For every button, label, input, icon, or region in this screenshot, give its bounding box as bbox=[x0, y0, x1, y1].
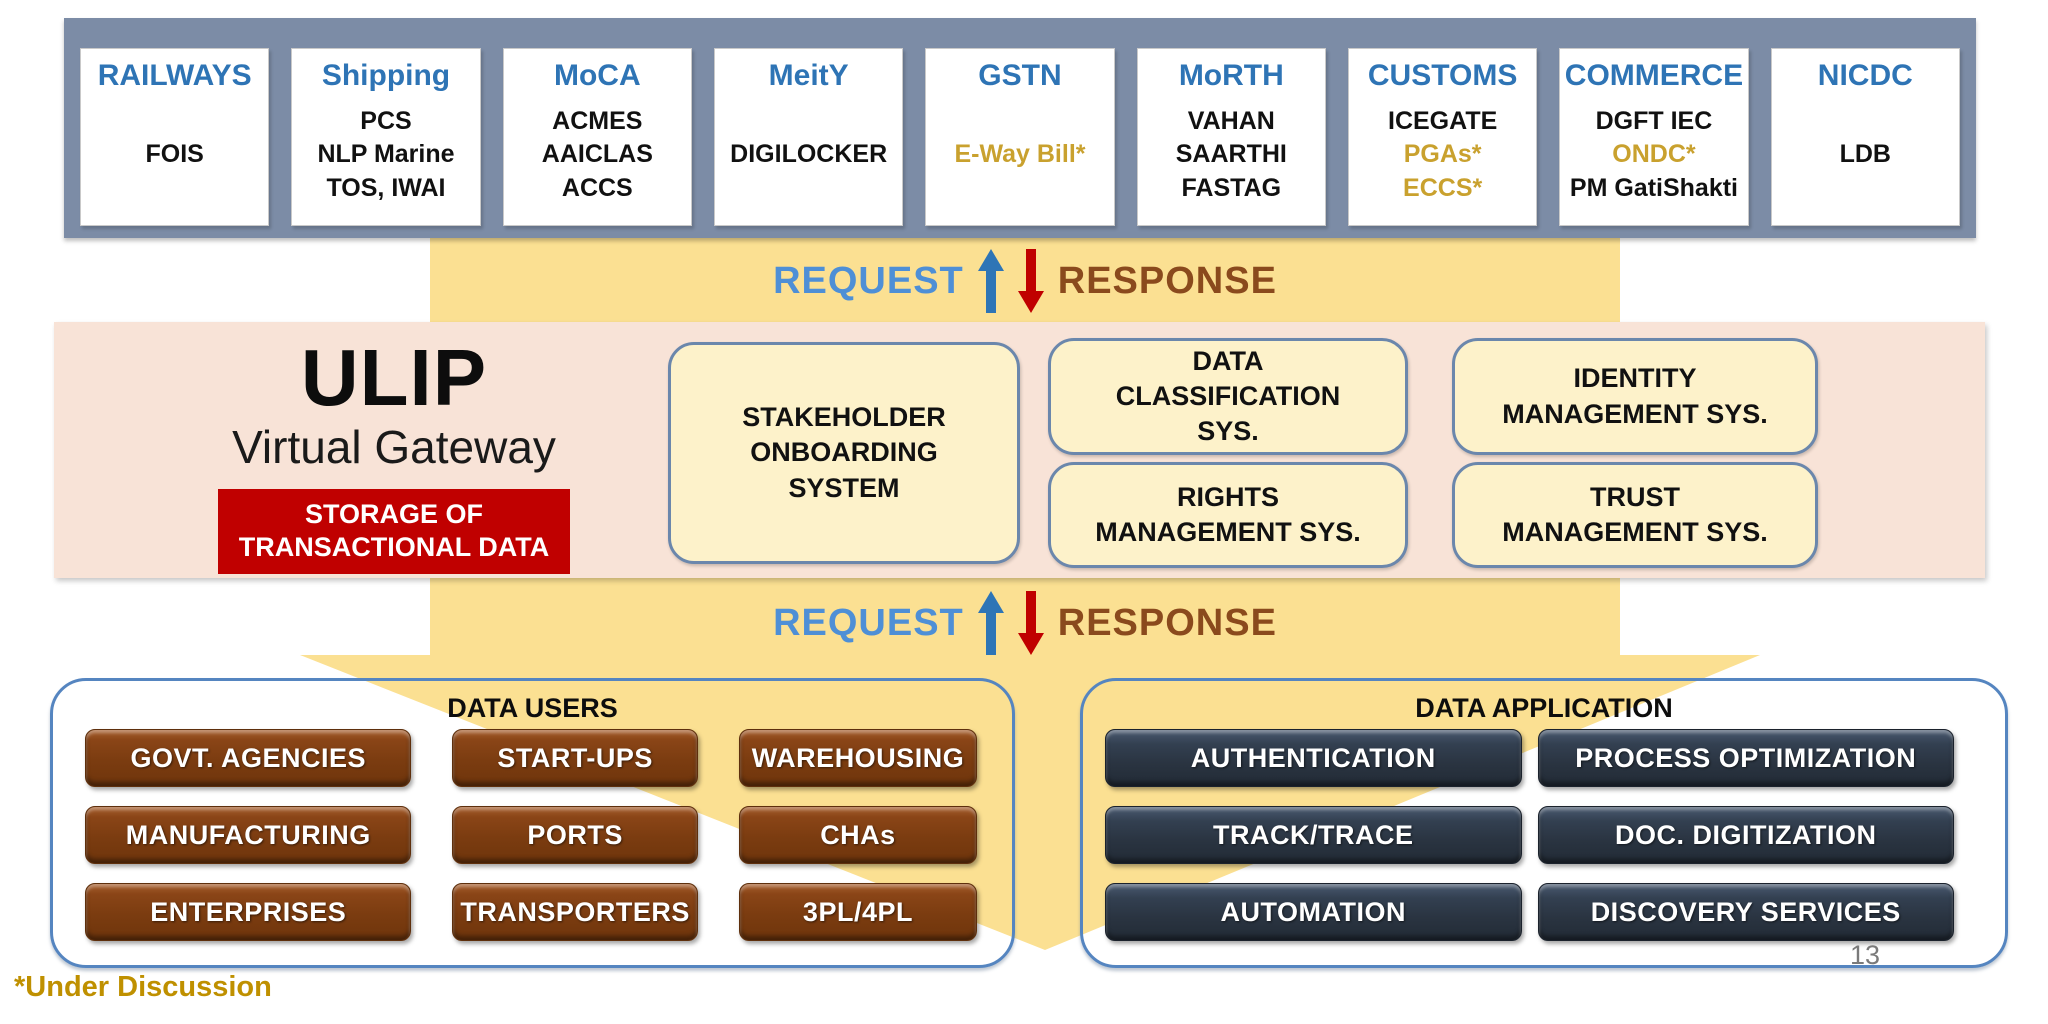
response-label: RESPONSE bbox=[1057, 259, 1277, 302]
system-label: NLP Marine bbox=[317, 140, 455, 168]
system-label: FOIS bbox=[145, 140, 204, 168]
data-users-panel: DATA USERS GOVT. AGENCIES START-UPS WARE… bbox=[50, 678, 1015, 968]
data-users-title: DATA USERS bbox=[447, 693, 618, 723]
under-discussion-footnote: *Under Discussion bbox=[14, 971, 272, 1003]
ministry-box-shipping: Shipping PCS NLP Marine TOS, IWAI bbox=[291, 48, 481, 226]
app-track-trace-button: TRACK/TRACE bbox=[1105, 806, 1522, 864]
ministry-box-nicdc: NICDC LDB bbox=[1770, 48, 1960, 226]
response-down-arrow-icon bbox=[1017, 591, 1044, 655]
ministries-band: RAILWAYS FOIS Shipping PCS NLP Marine TO… bbox=[64, 18, 1976, 238]
app-discovery-services-button: DISCOVERY SERVICES bbox=[1537, 883, 1954, 941]
request-label: REQUEST bbox=[773, 259, 964, 302]
user-start-ups-button: START-UPS bbox=[452, 729, 698, 787]
ministry-items: E-Way Bill* bbox=[954, 95, 1085, 216]
ulip-heading-block: ULIP Virtual Gateway STORAGE OF TRANSACT… bbox=[149, 333, 639, 575]
system-label: ECCS* bbox=[1403, 173, 1483, 202]
ulip-gateway-band: ULIP Virtual Gateway STORAGE OF TRANSACT… bbox=[54, 322, 1985, 578]
system-label: ACCS bbox=[561, 173, 633, 202]
response-label: RESPONSE bbox=[1057, 601, 1277, 644]
data-application-title: DATA APPLICATION bbox=[1415, 693, 1673, 723]
user-warehousing-button: WAREHOUSING bbox=[738, 729, 977, 787]
request-up-arrow-icon bbox=[977, 591, 1004, 655]
user-enterprises-button: ENTERPRISES bbox=[85, 883, 412, 941]
system-label: DGFT IEC bbox=[1595, 106, 1713, 135]
data-application-grid: AUTHENTICATION PROCESS OPTIMIZATION TRAC… bbox=[1105, 729, 1954, 941]
user-transporters-button: TRANSPORTERS bbox=[452, 883, 698, 941]
ministry-title: CUSTOMS bbox=[1367, 59, 1518, 92]
data-users-grid: GOVT. AGENCIES START-UPS WAREHOUSING MAN… bbox=[85, 729, 977, 941]
app-doc-digitization-button: DOC. DIGITIZATION bbox=[1537, 806, 1954, 864]
ministry-title: GSTN bbox=[978, 59, 1062, 92]
ministry-box-moca: MoCA ACMES AAICLAS ACCS bbox=[502, 48, 692, 226]
rights-management-sys-box: RIGHTS MANAGEMENT SYS. bbox=[1048, 462, 1408, 568]
user-govt-agencies-button: GOVT. AGENCIES bbox=[85, 729, 412, 787]
request-label: REQUEST bbox=[773, 601, 964, 644]
system-label: AAICLAS bbox=[541, 140, 653, 168]
ministry-items: LDB bbox=[1840, 95, 1891, 216]
system-label: PGAs* bbox=[1403, 140, 1482, 168]
ministry-title: MoCA bbox=[553, 59, 641, 92]
identity-management-sys-box: IDENTITY MANAGEMENT SYS. bbox=[1452, 338, 1818, 455]
system-label: VAHAN bbox=[1187, 106, 1275, 135]
ministry-items: DGFT IEC ONDC* PM GatiShakti bbox=[1570, 95, 1738, 216]
system-label: LDB bbox=[1839, 140, 1891, 168]
page-number: 13 bbox=[1849, 940, 1881, 970]
system-label: PCS bbox=[360, 106, 412, 135]
data-application-panel: DATA APPLICATION AUTHENTICATION PROCESS … bbox=[1080, 678, 2008, 968]
app-authentication-button: AUTHENTICATION bbox=[1105, 729, 1522, 787]
request-up-arrow-icon bbox=[977, 249, 1004, 313]
ministry-title: RAILWAYS bbox=[97, 59, 252, 92]
user-manufacturing-button: MANUFACTURING bbox=[85, 806, 412, 864]
ministry-items: DIGILOCKER bbox=[730, 95, 887, 216]
user-3pl-4pl-button: 3PL/4PL bbox=[738, 883, 977, 941]
ministry-title: MoRTH bbox=[1178, 59, 1284, 92]
user-ports-button: PORTS bbox=[452, 806, 698, 864]
flow-labels-bottom: REQUEST RESPONSE bbox=[430, 586, 1620, 660]
user-chas-button: CHAs bbox=[738, 806, 977, 864]
ministry-items: VAHAN SAARTHI FASTAG bbox=[1176, 95, 1287, 216]
system-label: ICEGATE bbox=[1388, 106, 1498, 135]
system-label: E-Way Bill* bbox=[954, 140, 1086, 168]
storage-transactional-data-box: STORAGE OF TRANSACTIONAL DATA bbox=[218, 488, 570, 575]
ministry-title: MeitY bbox=[768, 59, 849, 92]
system-label: DIGILOCKER bbox=[730, 140, 888, 168]
ministry-box-commerce: COMMERCE DGFT IEC ONDC* PM GatiShakti bbox=[1559, 48, 1749, 226]
app-process-optimization-button: PROCESS OPTIMIZATION bbox=[1537, 729, 1954, 787]
ministry-items: ACMES AAICLAS ACCS bbox=[542, 95, 653, 216]
flow-labels-top: REQUEST RESPONSE bbox=[430, 242, 1620, 320]
ministry-items: PCS NLP Marine TOS, IWAI bbox=[317, 95, 454, 216]
data-classification-sys-box: DATA CLASSIFICATION SYS. bbox=[1048, 338, 1408, 455]
ministry-title: NICDC bbox=[1817, 59, 1913, 92]
ministry-box-railways: RAILWAYS FOIS bbox=[80, 48, 270, 226]
ministry-box-customs: CUSTOMS ICEGATE PGAs* ECCS* bbox=[1347, 48, 1538, 226]
ministry-box-morth: MoRTH VAHAN SAARTHI FASTAG bbox=[1136, 48, 1326, 226]
trust-management-sys-box: TRUST MANAGEMENT SYS. bbox=[1452, 462, 1818, 568]
ministry-items: FOIS bbox=[145, 95, 203, 216]
system-label: SAARTHI bbox=[1175, 140, 1287, 168]
response-down-arrow-icon bbox=[1017, 249, 1044, 313]
ministry-box-meity: MeitY DIGILOCKER bbox=[713, 48, 904, 226]
app-automation-button: AUTOMATION bbox=[1105, 883, 1522, 941]
ministry-items: ICEGATE PGAs* ECCS* bbox=[1388, 95, 1497, 216]
ministry-box-gstn: GSTN E-Way Bill* bbox=[925, 48, 1115, 226]
system-label: TOS, IWAI bbox=[326, 173, 446, 202]
system-label: ACMES bbox=[552, 106, 643, 135]
ulip-title: ULIP bbox=[300, 333, 488, 422]
ulip-subtitle: Virtual Gateway bbox=[232, 421, 556, 473]
system-label: ONDC* bbox=[1612, 140, 1696, 168]
stakeholder-onboarding-system-box: STAKEHOLDER ONBOARDING SYSTEM bbox=[668, 342, 1020, 564]
ministry-title: COMMERCE bbox=[1564, 59, 1744, 92]
ministry-title: Shipping bbox=[321, 59, 451, 92]
system-label: FASTAG bbox=[1181, 173, 1282, 202]
system-label: PM GatiShakti bbox=[1569, 173, 1738, 202]
